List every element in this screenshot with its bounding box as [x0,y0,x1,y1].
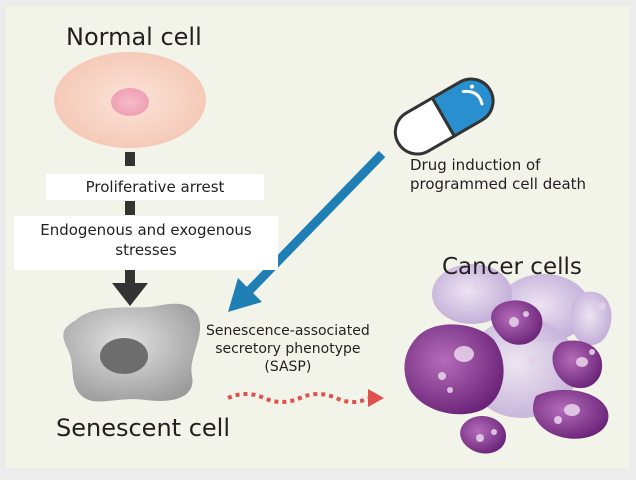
drug-induction-label: Drug induction of programmed cell death [410,156,586,194]
senescent-cell-label: Senescent cell [56,414,230,442]
senescent-cell [63,303,201,402]
diagram-panel: Normal cell Proliferative arrest Endogen… [6,6,630,468]
drug-label-line2: programmed cell death [410,175,587,193]
proliferative-arrest-label: Proliferative arrest [46,174,264,200]
normal-cell [54,52,206,148]
sasp-arrow [227,389,384,407]
cancer-cells-label: Cancer cells [442,254,582,280]
capsule-icon [393,77,495,156]
sasp-label-line3: (SASP) [264,359,312,375]
sasp-label-line1: Senescence-associated [206,323,370,339]
senescent-cell-nucleus [100,338,148,374]
drug-label-line1: Drug induction of [410,156,541,174]
pathway-arrow [112,152,148,306]
stresses-label-line2: stresses [115,241,177,259]
cancer-cell-cluster [404,264,612,454]
normal-cell-label: Normal cell [66,23,202,51]
stresses-label-line1: Endogenous and exogenous [40,221,252,239]
sasp-label: Senescence-associated secretory phenotyp… [206,322,370,376]
normal-cell-nucleus [111,88,149,116]
stresses-label-box: Endogenous and exogenous stresses [14,216,278,270]
sasp-label-line2: secretory phenotype [215,341,361,357]
diagram-graphics [54,52,612,454]
